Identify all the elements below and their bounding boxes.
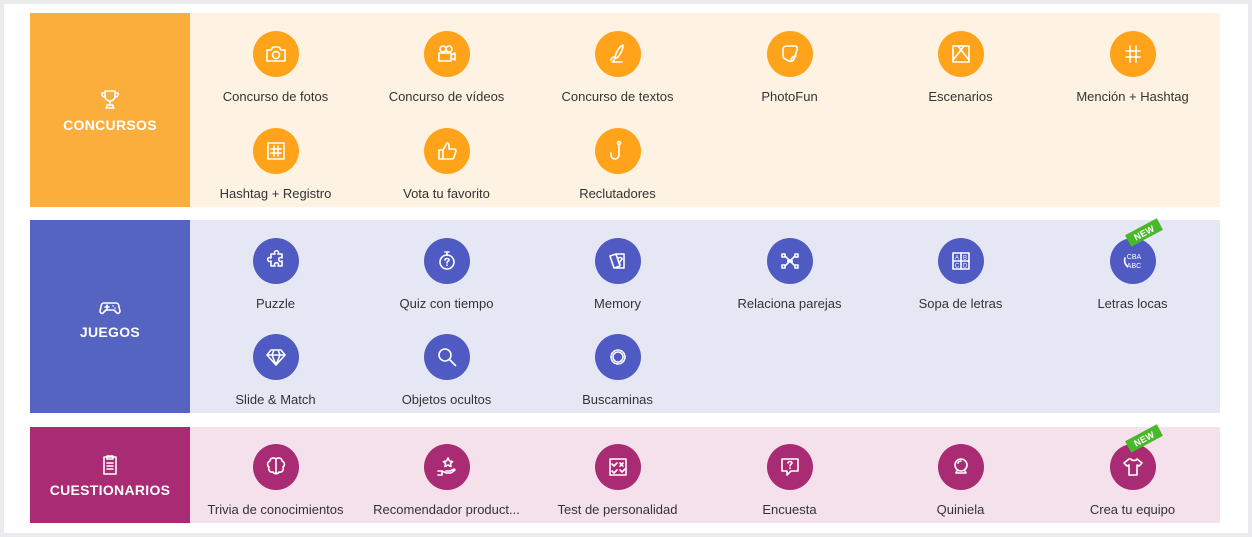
mine-icon xyxy=(594,334,641,380)
item-trivia[interactable]: Trivia de conocimientos xyxy=(190,444,361,517)
svg-text:D: D xyxy=(962,264,967,270)
category-label: CUESTIONARIOS xyxy=(49,482,171,498)
puzzle-icon xyxy=(252,238,299,284)
item-concurso-textos[interactable]: Concurso de textos xyxy=(532,31,703,104)
checklist-icon xyxy=(594,444,641,490)
item-letras-locas[interactable]: CBA ABC NEW Letras locas xyxy=(1047,218,1218,311)
items-cuestionarios: Trivia de conocimientos Recomendador pro… xyxy=(190,424,1220,523)
item-label: Concurso de textos xyxy=(561,89,674,104)
item-memory[interactable]: Memory xyxy=(532,238,703,311)
item-label: Memory xyxy=(594,296,641,311)
quill-icon xyxy=(594,31,641,77)
item-label: PhotoFun xyxy=(761,89,818,104)
item-label: Puzzle xyxy=(255,296,296,311)
item-concurso-videos[interactable]: Concurso de vídeos xyxy=(361,31,532,104)
item-escenarios[interactable]: Escenarios xyxy=(875,31,1046,104)
item-hashtag-registro[interactable]: Hashtag + Registro xyxy=(190,128,361,201)
connect-icon xyxy=(766,238,813,284)
shirt-icon: NEW xyxy=(1109,424,1163,490)
section-concursos: CONCURSOS Concurso de fotos Concurso de … xyxy=(30,13,1220,207)
section-cuestionarios: CUESTIONARIOS Trivia de conocimientos Re… xyxy=(30,424,1220,523)
item-label: Concurso de vídeos xyxy=(388,89,505,104)
item-recomendador[interactable]: Recomendador product... xyxy=(361,444,532,517)
question-bubble-icon xyxy=(766,444,813,490)
category-concursos[interactable]: CONCURSOS xyxy=(30,13,190,207)
item-slide-match[interactable]: Slide & Match xyxy=(190,334,361,407)
category-juegos[interactable]: JUEGOS xyxy=(30,220,190,413)
item-label: Sopa de letras xyxy=(918,296,1003,311)
item-crea-equipo[interactable]: NEW Crea tu equipo xyxy=(1047,424,1218,517)
item-label: Relaciona parejas xyxy=(737,296,842,311)
magnifier-icon xyxy=(423,334,470,380)
item-photofun[interactable]: PhotoFun xyxy=(704,31,875,104)
item-label: Hashtag + Registro xyxy=(219,186,332,201)
item-label: Letras locas xyxy=(1097,296,1168,311)
item-sopa-letras[interactable]: A B C D Sopa de letras xyxy=(875,238,1046,311)
section-juegos: JUEGOS Puzzle Quiz con tiempo Memory xyxy=(30,218,1220,413)
category-cuestionarios[interactable]: CUESTIONARIOS xyxy=(30,427,190,523)
item-puzzle[interactable]: Puzzle xyxy=(190,238,361,311)
items-concursos: Concurso de fotos Concurso de vídeos Con… xyxy=(190,13,1220,207)
hashtag-icon xyxy=(1109,31,1156,77)
stopwatch-icon xyxy=(423,238,470,284)
gamepad-icon xyxy=(97,294,123,320)
thumbs-up-icon xyxy=(423,128,470,174)
item-label: Recomendador product... xyxy=(373,502,520,517)
item-encuesta[interactable]: Encuesta xyxy=(704,444,875,517)
item-label: Concurso de fotos xyxy=(222,89,329,104)
item-label: Vota tu favorito xyxy=(403,186,490,201)
svg-text:CBA: CBA xyxy=(1126,254,1141,261)
item-label: Objetos ocultos xyxy=(401,392,492,407)
sticker-icon xyxy=(766,31,813,77)
item-reclutadores[interactable]: Reclutadores xyxy=(532,128,703,201)
video-camera-icon xyxy=(423,31,470,77)
item-label: Mención + Hashtag xyxy=(1076,89,1189,104)
item-test-personalidad[interactable]: Test de personalidad xyxy=(532,444,703,517)
category-label: JUEGOS xyxy=(79,323,141,340)
diamond-icon xyxy=(252,334,299,380)
clipboard-icon xyxy=(97,452,123,478)
items-juegos: Puzzle Quiz con tiempo Memory Relaciona … xyxy=(190,218,1220,413)
item-label: Quiz con tiempo xyxy=(399,296,494,311)
frame-icon xyxy=(937,31,984,77)
item-buscaminas[interactable]: Buscaminas xyxy=(532,334,703,407)
item-label: Test de personalidad xyxy=(557,502,678,517)
new-badge: NEW xyxy=(1124,218,1163,247)
hand-star-icon xyxy=(423,444,470,490)
svg-text:ABC: ABC xyxy=(1126,263,1140,270)
item-label: Crea tu equipo xyxy=(1089,502,1176,517)
item-quiniela[interactable]: Quiniela xyxy=(875,444,1046,517)
camera-icon xyxy=(252,31,299,77)
item-label: Trivia de conocimientos xyxy=(207,502,344,517)
item-label: Quiniela xyxy=(936,502,985,517)
item-label: Encuesta xyxy=(762,502,817,517)
letters-icon: CBA ABC NEW xyxy=(1109,218,1163,284)
brain-icon xyxy=(252,444,299,490)
item-label: Escenarios xyxy=(928,89,993,104)
item-concurso-fotos[interactable]: Concurso de fotos xyxy=(190,31,361,104)
category-label: CONCURSOS xyxy=(63,117,157,133)
letter-grid-icon: A B C D xyxy=(937,238,984,284)
item-quiz-tiempo[interactable]: Quiz con tiempo xyxy=(361,238,532,311)
item-label: Reclutadores xyxy=(579,186,656,201)
cards-icon xyxy=(594,238,641,284)
item-vota-favorito[interactable]: Vota tu favorito xyxy=(361,128,532,201)
item-mencion-hashtag[interactable]: Mención + Hashtag xyxy=(1047,31,1218,104)
item-label: Buscaminas xyxy=(582,392,653,407)
svg-text:C: C xyxy=(954,264,959,270)
trophy-icon xyxy=(97,87,123,113)
catalog-panel: CONCURSOS Concurso de fotos Concurso de … xyxy=(4,4,1248,533)
hashtag-form-icon xyxy=(252,128,299,174)
item-relaciona-parejas[interactable]: Relaciona parejas xyxy=(704,238,875,311)
svg-text:A: A xyxy=(954,256,958,262)
svg-text:B: B xyxy=(962,256,966,262)
crystal-ball-icon xyxy=(937,444,984,490)
new-badge: NEW xyxy=(1124,424,1163,453)
item-label: Slide & Match xyxy=(235,392,316,407)
hook-icon xyxy=(594,128,641,174)
item-objetos-ocultos[interactable]: Objetos ocultos xyxy=(361,334,532,407)
